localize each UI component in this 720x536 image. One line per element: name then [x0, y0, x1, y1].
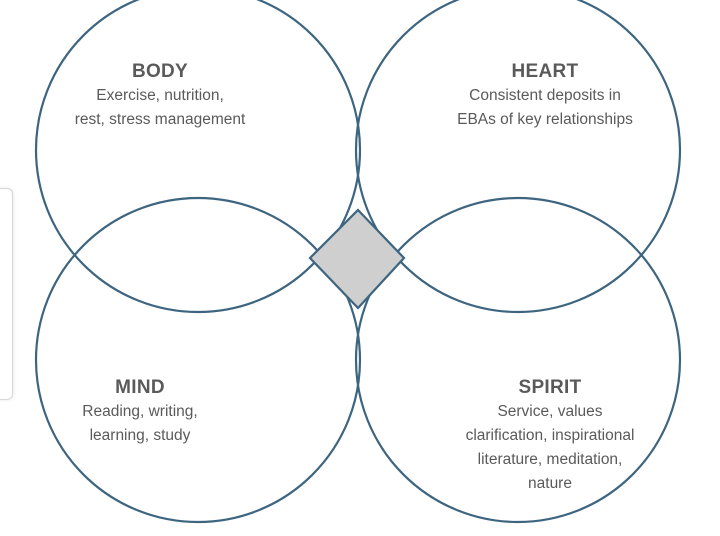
heart-label: HEART Consistent deposits in EBAs of key…: [420, 60, 670, 132]
heart-title: HEART: [511, 61, 579, 82]
heart-desc-line-2: EBAs of key relationships: [457, 111, 633, 128]
body-circle: [34, 0, 362, 314]
mind-label: MIND Reading, writing, learning, study: [20, 376, 260, 448]
spirit-label: SPIRIT Service, values clarification, in…: [425, 376, 675, 496]
body-title: BODY: [131, 61, 189, 82]
side-panel-edge[interactable]: [0, 188, 13, 400]
body-desc-line-1: Exercise, nutrition,: [96, 87, 224, 104]
spirit-desc-line-3: literature, meditation,: [477, 451, 623, 468]
body-desc-line-2: rest, stress management: [74, 111, 246, 128]
body-label: BODY Exercise, nutrition, rest, stress m…: [40, 60, 280, 132]
mind-title: MIND: [115, 377, 165, 398]
spirit-circle: [354, 196, 682, 524]
spirit-title: SPIRIT: [518, 377, 582, 398]
heart-circle: [354, 0, 682, 314]
spirit-desc-line-4: nature: [528, 475, 572, 492]
mind-circle: [34, 196, 362, 524]
center-overlap: [308, 208, 406, 310]
heart-desc-line-1: Consistent deposits in: [469, 87, 621, 104]
mind-desc-line-2: learning, study: [89, 427, 191, 444]
mind-desc-line-1: Reading, writing,: [82, 403, 198, 420]
spirit-desc-line-1: Service, values: [497, 403, 603, 420]
spirit-desc-line-2: clarification, inspirational: [465, 427, 635, 444]
